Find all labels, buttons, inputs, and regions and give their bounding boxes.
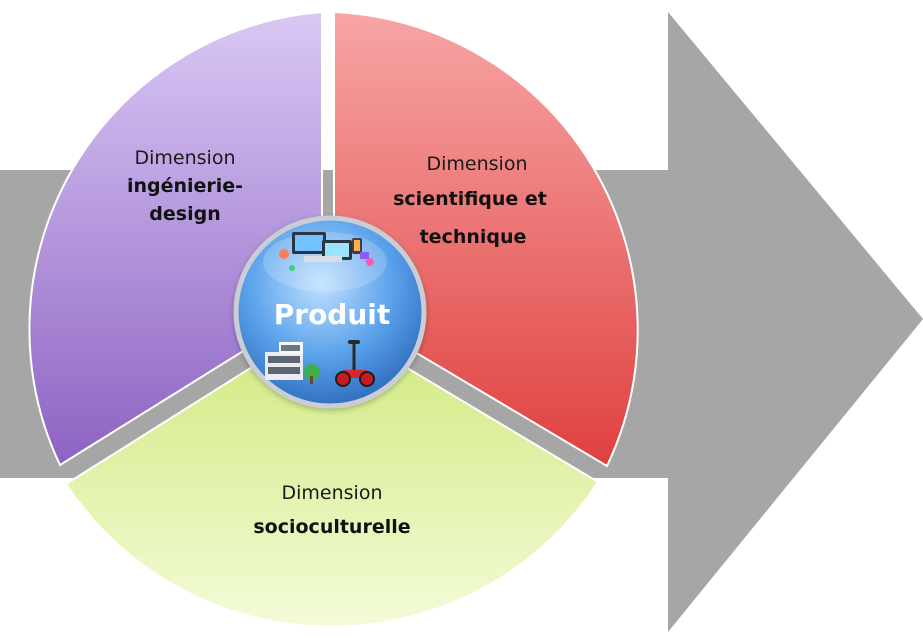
segment-scientific-technical-line1: scientifique et [393, 188, 547, 210]
segment-scientific-technical-shape [333, 10, 639, 468]
segment-engineering-design-line2: design [149, 203, 220, 225]
center-label: Produit [274, 298, 391, 331]
segment-sociocultural: Dimension socioculturelle [64, 318, 600, 628]
segment-sociocultural-shape [64, 318, 600, 628]
segment-sociocultural-line1: socioculturelle [253, 516, 410, 538]
segment-engineering-design-line1: ingénierie- [127, 175, 243, 197]
segment-scientific-technical-line2: technique [420, 226, 527, 248]
segment-engineering-design-shape [28, 10, 323, 467]
segment-engineering-design-title: Dimension [135, 147, 236, 169]
segment-scientific-technical-title: Dimension [427, 153, 528, 175]
segway-icon [335, 340, 375, 387]
center-product: Produit [233, 215, 427, 409]
devices-icon [279, 232, 374, 271]
segment-engineering-design: Dimension ingénierie- design [28, 10, 323, 467]
segment-sociocultural-title: Dimension [282, 482, 383, 504]
segment-scientific-technical: Dimension scientifique et technique [333, 10, 639, 468]
building-icon [265, 342, 320, 384]
